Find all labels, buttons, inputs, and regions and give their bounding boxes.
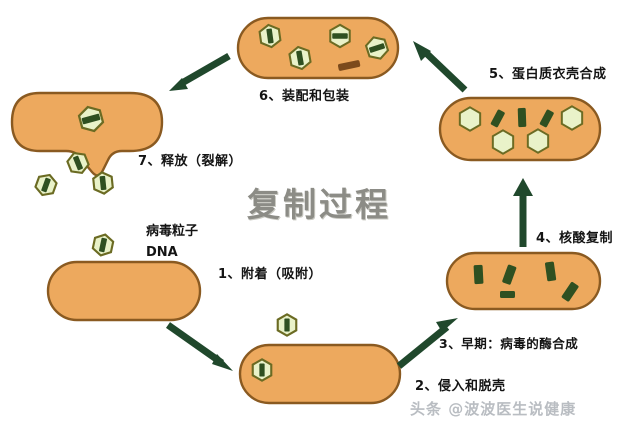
assembled-virion [288, 45, 312, 71]
empty-capsid [526, 128, 550, 154]
arrow-step2-to-step3 [396, 318, 458, 369]
dna-label: DNA [146, 245, 178, 260]
host-cell-step2 [238, 313, 402, 405]
released-virion [34, 173, 58, 197]
host-cell-step6 [236, 16, 400, 80]
released-virion [92, 171, 114, 195]
assembled-virion [258, 23, 282, 49]
empty-capsid [491, 129, 515, 155]
virus-capsid-attached [276, 313, 298, 337]
free-dna-strand [337, 60, 361, 71]
assembled-virion [329, 23, 351, 49]
assembled-virion [364, 36, 390, 60]
released-virion [66, 151, 90, 175]
step-label-2: 2、侵入和脱壳 [415, 379, 506, 394]
step-label-6: 6、装配和包装 [259, 89, 350, 104]
step-label-5: 5、蛋白质衣壳合成 [489, 67, 607, 82]
diagram-title: 复制过程 [247, 185, 391, 224]
arrow-step1-to-step2 [165, 322, 233, 371]
host-cell-step5 [438, 96, 602, 162]
watermark: 头条 @波波医生说健康 [410, 400, 577, 418]
empty-capsid [560, 105, 584, 131]
step-label-4: 4、核酸复制 [536, 231, 614, 246]
step-label-7: 7、释放（裂解） [138, 154, 243, 169]
host-cell-step3-4 [445, 251, 602, 311]
empty-capsid [458, 106, 482, 132]
arrow-step6-to-step7 [169, 52, 231, 91]
virus-particle-free-step1 [91, 233, 115, 257]
arrow-step4-to-step5 [513, 178, 533, 247]
virus-particle-label: 病毒粒子 [146, 224, 199, 239]
virus-capsid-entering [251, 358, 273, 382]
step-label-1: 1、附着（吸附） [218, 267, 323, 282]
step-label-3: 3、早期：病毒的酶合成 [439, 336, 579, 351]
arrow-step5-to-step6 [413, 41, 468, 93]
virion-inside-cell [77, 105, 105, 133]
host-cell-step7-lysis [10, 91, 164, 177]
host-cell-step1 [46, 260, 202, 322]
